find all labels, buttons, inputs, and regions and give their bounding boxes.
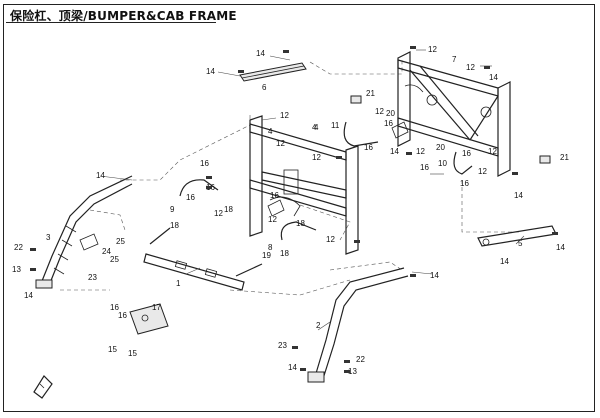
callout-14: 14 (489, 73, 498, 82)
callout-14: 14 (430, 271, 439, 280)
part-21-end-caps (350, 95, 551, 164)
callout-24: 24 (102, 247, 111, 256)
callout-16: 16 (200, 159, 209, 168)
part-17-mount-plate (129, 303, 169, 335)
callout-12: 12 (312, 153, 321, 162)
callout-12: 12 (416, 147, 425, 156)
callout-label: 4 (312, 123, 317, 132)
callout-16: 16 (364, 143, 373, 152)
callout-15: 15 (128, 349, 137, 358)
callout-12: 12 (466, 63, 475, 72)
part-3-front-bumper-arm (35, 175, 133, 289)
callout-13: 13 (348, 367, 357, 376)
callout-15: 15 (108, 345, 117, 354)
callout-2: 2 (316, 321, 321, 330)
callout-20: 20 (386, 109, 395, 118)
callout-16: 16 (186, 193, 195, 202)
callout-21: 21 (366, 89, 375, 98)
callout-16: 16 (420, 163, 429, 172)
callout-16: 16 (110, 303, 119, 312)
callout-3: 3 (46, 233, 51, 242)
callout-8: 8 (268, 243, 273, 252)
callout-16: 16 (462, 149, 471, 158)
callout-20: 20 (436, 143, 445, 152)
callout-12: 12 (488, 147, 497, 156)
callout-18: 18 (296, 219, 305, 228)
page-title: 保险杠、顶梁/BUMPER&CAB FRAME (10, 9, 237, 23)
part-2-rear-bumper-arm (307, 267, 409, 383)
callout-16: 16 (118, 311, 127, 320)
callout-14: 14 (556, 243, 565, 252)
callout-10: 10 (438, 159, 447, 168)
callout-14: 14 (288, 363, 297, 372)
callout-22: 22 (356, 355, 365, 364)
part-1-lower-front-tube (143, 253, 245, 291)
callout-18: 18 (280, 249, 289, 258)
callout-14: 14 (96, 171, 105, 180)
part-6-roof-bar (239, 62, 307, 82)
callout-14: 14 (514, 191, 523, 200)
callout-23: 23 (278, 341, 287, 350)
callout-12: 12 (280, 111, 289, 120)
callout-label: 4 (268, 127, 273, 136)
callout-14: 14 (206, 67, 215, 76)
callout-17: 17 (152, 303, 161, 312)
callout-12: 12 (428, 45, 437, 54)
callout-14: 14 (24, 291, 33, 300)
callout-21: 21 (560, 153, 569, 162)
title-underline (6, 22, 216, 23)
callout-25: 25 (116, 237, 125, 246)
callout-12: 12 (326, 235, 335, 244)
callout-1: 1 (176, 279, 181, 288)
callout-9: 9 (170, 205, 175, 214)
callout-12: 12 (276, 139, 285, 148)
fastener-markers (30, 46, 558, 373)
part-7-rear-cab-frame (397, 51, 511, 177)
callout-22: 22 (14, 243, 23, 252)
callout-16: 16 (460, 179, 469, 188)
callout-13: 13 (12, 265, 21, 274)
callout-set: 4 6 7 1 2 3 5 8 9 10 11 12 12 12 12 12 1… (12, 45, 569, 376)
callout-25: 25 (110, 255, 119, 264)
callout-7: 7 (452, 55, 457, 64)
callout-6: 6 (262, 83, 267, 92)
callout-14: 14 (256, 49, 265, 58)
callout-14: 14 (390, 147, 399, 156)
callout-18: 18 (224, 205, 233, 214)
callout-12: 12 (268, 215, 277, 224)
callout-23: 23 (88, 273, 97, 282)
callout-12: 12 (375, 107, 384, 116)
callout-labels: 4 4 (268, 123, 317, 136)
callout-12: 12 (214, 209, 223, 218)
callout-12: 12 (478, 167, 487, 176)
leader-lines (99, 49, 525, 331)
callout-5: 5 (518, 239, 523, 248)
callout-4: 4 (314, 123, 319, 132)
rods (149, 227, 263, 277)
callout-11: 11 (331, 121, 340, 130)
diagram-border (3, 4, 595, 412)
orientation-arrow-icon (33, 375, 53, 399)
callout-19: 19 (262, 251, 271, 260)
assembly-guide-lines (60, 58, 520, 296)
callout-14: 14 (500, 257, 509, 266)
small-brackets (179, 121, 473, 241)
part-4-center-cab-frame (249, 115, 359, 255)
callout-16: 16 (270, 191, 279, 200)
callout-16: 16 (384, 119, 393, 128)
callout-18: 18 (170, 221, 179, 230)
